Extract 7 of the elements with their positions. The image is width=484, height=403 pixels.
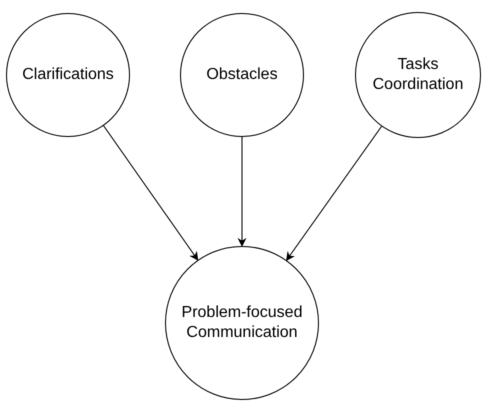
arrow [286,126,382,261]
node-label: Problem-focused Communication [180,303,304,343]
arrow [238,136,246,247]
node-label: Tasks Coordination [372,55,464,95]
node-label: Clarifications [22,65,114,85]
arrow [103,125,198,261]
node-label: Obstacles [206,65,278,85]
